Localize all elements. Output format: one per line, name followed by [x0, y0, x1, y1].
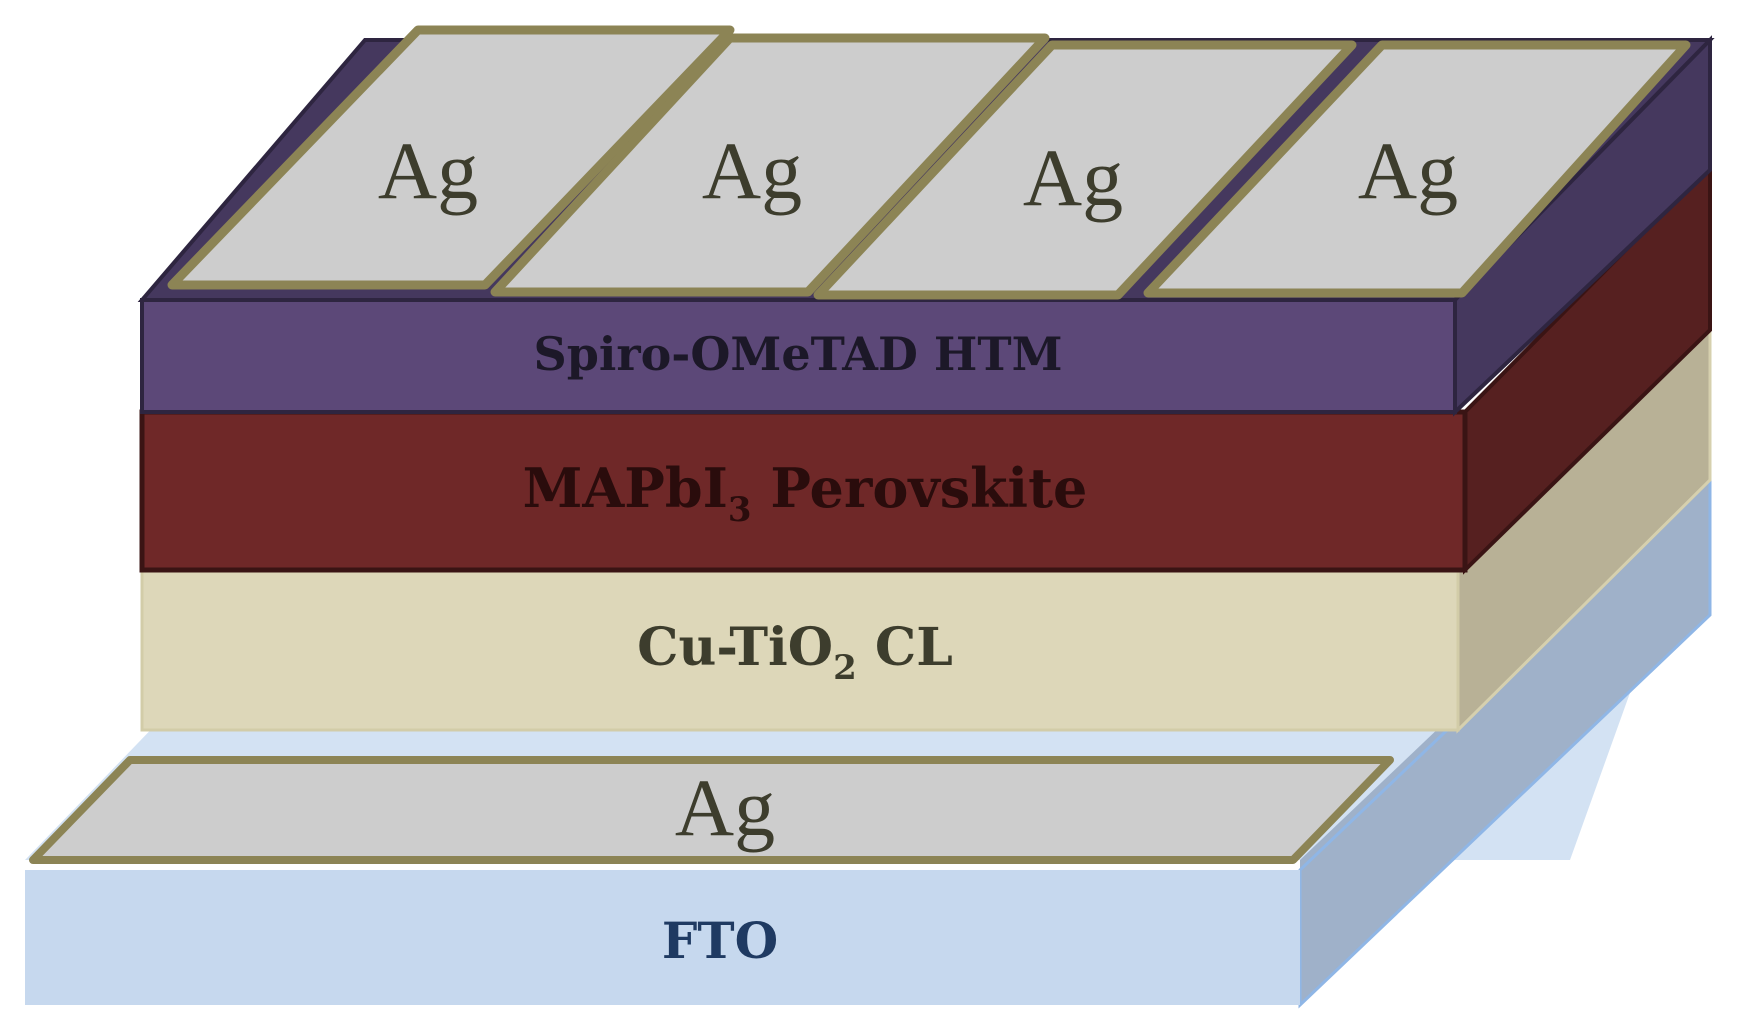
- perovskite-layer: MAPbI3 Perovskite: [139, 160, 1712, 575]
- top-ag-2-face: [490, 33, 1050, 297]
- perovskite-label: MAPbI3 Perovskite: [523, 456, 1088, 530]
- top-ag-contact-2: Ag: [490, 33, 1050, 297]
- top-ag-3-label: Ag: [1023, 132, 1123, 223]
- fto-label: FTO: [662, 911, 778, 970]
- htm-label: Spiro-OMeTAD HTM: [533, 327, 1062, 381]
- top-ag-4-label: Ag: [1358, 125, 1458, 216]
- perovskite-label-sub: 3: [728, 490, 752, 530]
- top-ag-3-face: [813, 40, 1357, 300]
- bottom-ag-face: [29, 756, 1394, 864]
- perovskite-front-face: [139, 409, 1468, 573]
- top-ag-contact-3: Ag: [813, 40, 1357, 300]
- top-ag-contact-1: Ag: [167, 25, 735, 290]
- top-ag-contact-4: Ag: [1143, 40, 1691, 298]
- top-ag-contacts: Ag Ag Ag Ag: [167, 25, 1691, 300]
- fto-front-face: [25, 870, 1300, 1005]
- top-ag-1-label: Ag: [378, 125, 478, 216]
- cl-front-face: [140, 568, 1460, 732]
- perovskite-label-main: MAPbI: [523, 456, 728, 520]
- cl-label-tail: CL: [857, 617, 953, 678]
- htm-front-face: [140, 298, 1457, 414]
- cl-label: Cu-TiO2 CL: [637, 617, 953, 688]
- perovskite-label-tail: Perovskite: [752, 456, 1088, 520]
- top-ag-4-face: [1143, 40, 1691, 298]
- cl-label-sub: 2: [833, 648, 857, 688]
- top-ag-2-label: Ag: [702, 125, 802, 216]
- bottom-ag-label: Ag: [675, 762, 775, 853]
- top-ag-1-face: [167, 25, 735, 290]
- cu-tio2-layer: Cu-TiO2 CL: [140, 321, 1712, 734]
- bottom-ag-contact: Ag: [29, 756, 1394, 864]
- cl-label-main: Cu-TiO: [637, 617, 833, 678]
